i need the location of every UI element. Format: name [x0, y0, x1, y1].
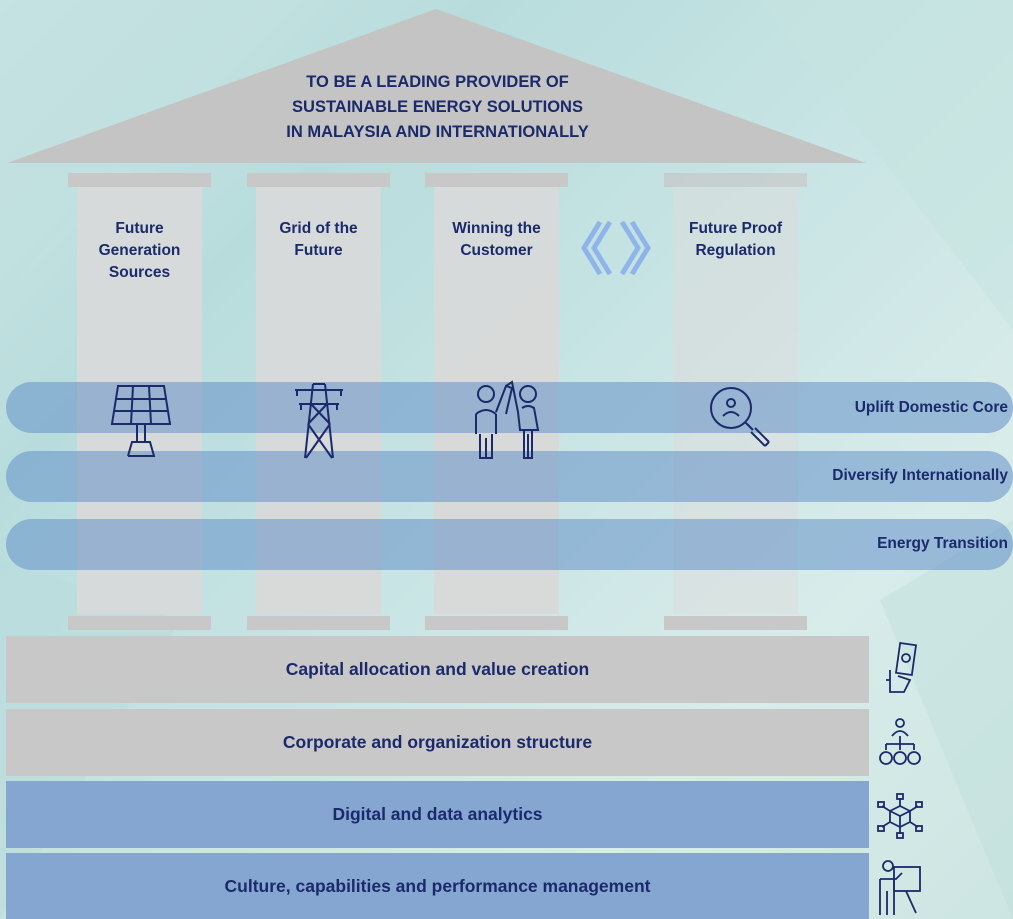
foundation-culture-capabilities: Culture, capabilities and performance ma…: [6, 853, 869, 919]
band-label-uplift: Uplift Domestic Core: [854, 399, 1008, 416]
org-chart-icon: [879, 718, 921, 765]
pillar-label-grid-future: Grid of the Future: [279, 220, 358, 259]
pillar-base-2: [247, 616, 390, 630]
vision-statement: TO BE A LEADING PROVIDER OF SUSTAINABLE …: [0, 70, 875, 145]
chevrons-icon: [581, 220, 651, 276]
hand-money-icon: [886, 642, 918, 693]
magnifier-person-icon: [710, 387, 770, 447]
vision-line-1: TO BE A LEADING PROVIDER OF: [306, 73, 569, 91]
pillar-cap-2: [247, 173, 390, 187]
solar-panel-icon: [110, 385, 172, 457]
transmission-tower-icon: [295, 383, 343, 459]
vision-line-3: IN MALAYSIA AND INTERNATIONALLY: [286, 123, 589, 141]
pillar-base-4: [664, 616, 807, 630]
pillar-label-winning-customer: Winning the Customer: [452, 220, 541, 259]
band-energy-transition: [6, 519, 1013, 570]
roof: [7, 9, 866, 163]
foundation-capital-allocation: Capital allocation and value creation: [6, 636, 869, 703]
pillar-base-3: [425, 616, 568, 630]
pillar-cap-1: [68, 173, 211, 187]
pillar-cap-4: [664, 173, 807, 187]
pillar-base-1: [68, 616, 211, 630]
pillar-label-future-proof: Future Proof Regulation: [689, 220, 782, 259]
band-diversify-internationally: [6, 451, 1013, 502]
high-five-people-icon: [475, 380, 540, 459]
network-cube-icon: [877, 793, 923, 839]
foundation-corporate-structure: Corporate and organization structure: [6, 709, 869, 776]
pillar-cap-3: [425, 173, 568, 187]
presenter-icon: [879, 860, 921, 915]
band-label-diversify: Diversify Internationally: [832, 467, 1008, 484]
vision-line-2: SUSTAINABLE ENERGY SOLUTIONS: [292, 98, 583, 116]
band-label-energy: Energy Transition: [877, 535, 1008, 552]
pillar-label-future-generation: Future Generation Sources: [98, 220, 181, 281]
band-uplift-domestic-core: [6, 382, 1013, 433]
foundation-digital-analytics: Digital and data analytics: [6, 781, 869, 848]
